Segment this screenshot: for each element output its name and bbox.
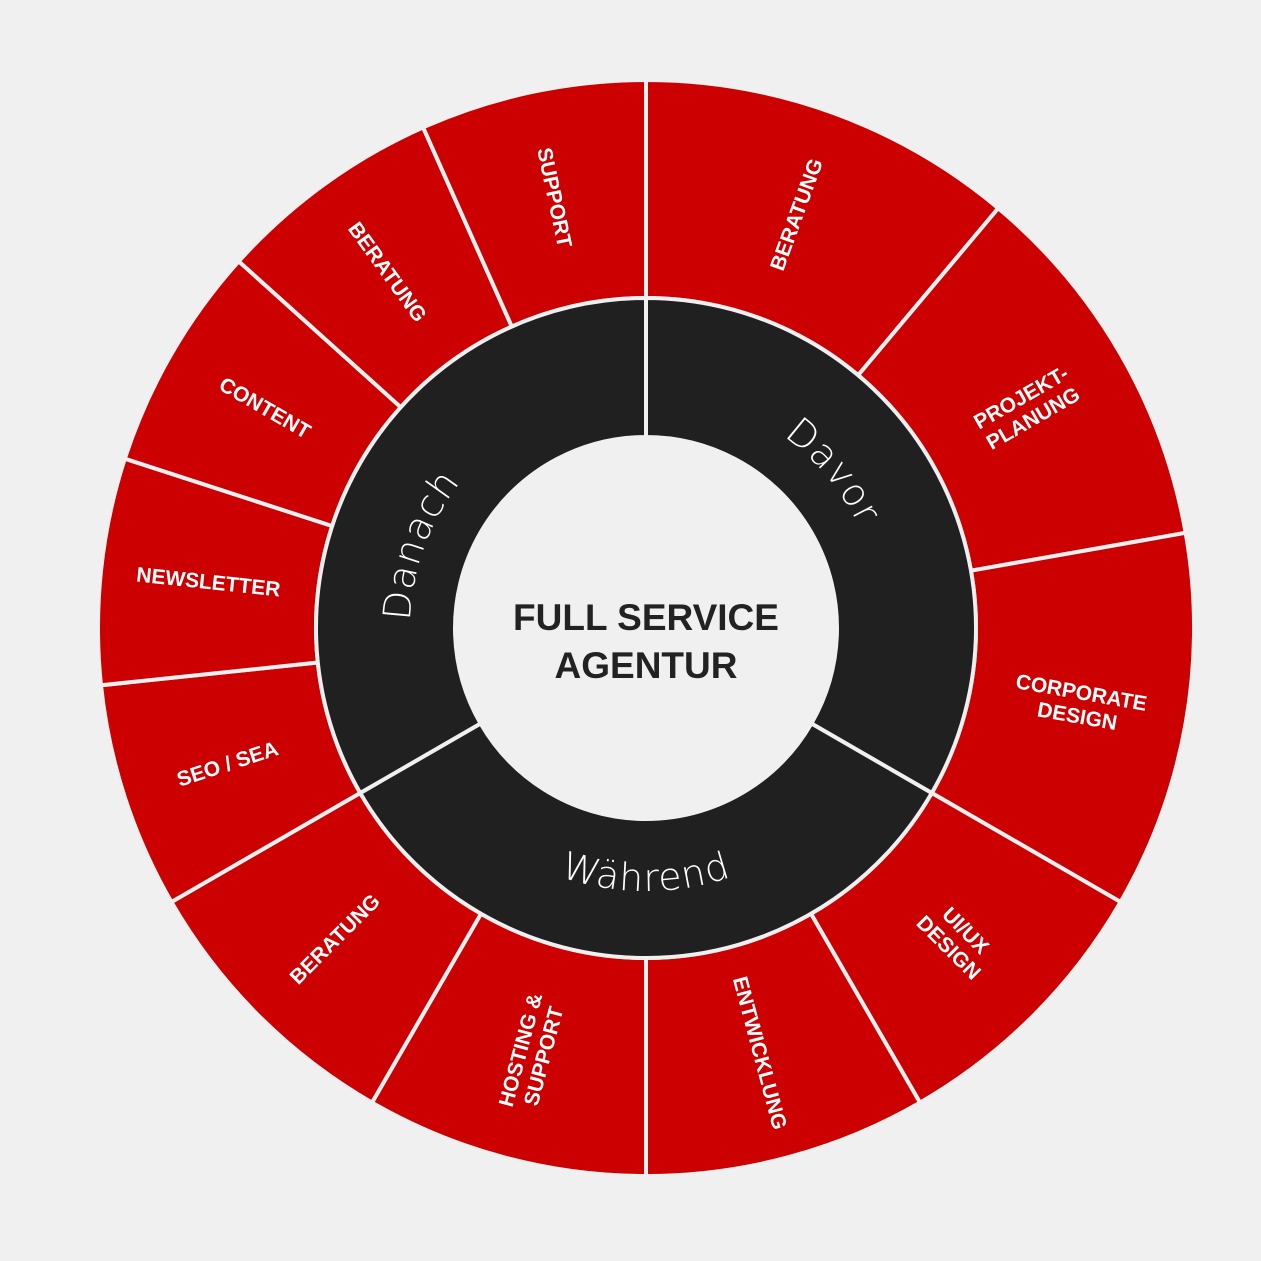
center-title-line2: AGENTUR [555, 645, 738, 686]
service-segments: BERATUNGPROJEKT-PLANUNGCORPORATEDESIGNUI… [96, 77, 1196, 1179]
center-circle [455, 437, 837, 819]
center-title-line1: FULL SERVICE [513, 597, 779, 638]
